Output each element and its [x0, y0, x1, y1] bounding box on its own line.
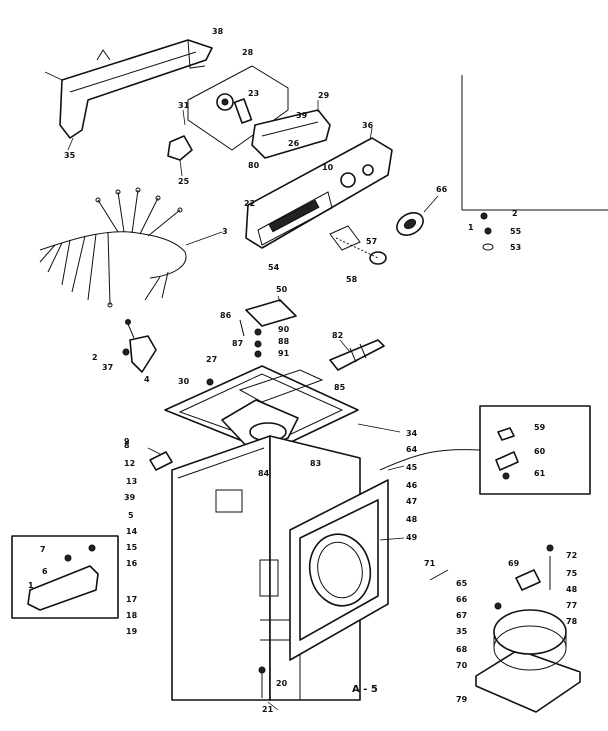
callout-label: 22 [244, 199, 255, 208]
callout-label: 25 [178, 177, 190, 186]
callout-label: 48 [406, 515, 418, 524]
callout-label: 83 [310, 459, 321, 468]
callout-label: 19 [126, 627, 138, 636]
callout-label: 58 [346, 275, 358, 284]
callout-label: 53 [510, 243, 521, 252]
callout-label: 17 [126, 595, 137, 604]
callout-label: 70 [456, 661, 468, 670]
callout-label: 75 [566, 569, 578, 578]
callout-label: 16 [126, 559, 138, 568]
top-panel-parts [239, 295, 385, 371]
callout-label: 29 [318, 91, 330, 100]
callout-label: 30 [178, 377, 190, 386]
callout-label: 87 [232, 339, 243, 348]
callout-label: 55 [510, 227, 522, 236]
callout-label: 80 [248, 161, 260, 170]
callout-labels: 38 28 23 31 29 25 26 80 36 35 39 10 22 3… [28, 27, 578, 714]
wire-harness [39, 187, 223, 308]
front-panel [289, 465, 405, 661]
selector-knob [329, 225, 387, 265]
inset-detail-right [379, 405, 591, 495]
callout-label: 7 [40, 545, 46, 554]
callout-label: 9 [124, 437, 130, 446]
callout-label: 90 [278, 325, 290, 334]
callout-label: 69 [508, 559, 520, 568]
callout-label: 20 [276, 679, 288, 688]
callout-label: 26 [288, 139, 300, 148]
callout-label: 91 [278, 349, 290, 358]
callout-label: 57 [366, 237, 377, 246]
callout-label: 2 [92, 353, 98, 362]
callout-label: 45 [406, 463, 418, 472]
callout-label: 71 [424, 559, 436, 568]
callout-label: 14 [126, 527, 138, 536]
callout-label: 60 [534, 447, 546, 456]
page-label: A - 5 [352, 684, 378, 695]
callout-label: 36 [362, 121, 374, 130]
motor-base-assembly [429, 544, 581, 713]
callout-label: 8 [124, 441, 130, 450]
lid-switch-bracket [122, 319, 157, 373]
callout-label: 72 [566, 551, 577, 560]
callout-label: 88 [278, 337, 290, 346]
callout-label: 86 [220, 311, 232, 320]
callout-label: 84 [258, 469, 270, 478]
callout-label: 78 [566, 617, 578, 626]
callout-label: 28 [242, 48, 254, 57]
callout-label: 12 [124, 459, 135, 468]
callout-label: 82 [332, 331, 343, 340]
callout-label: 38 [212, 27, 224, 36]
callout-label: 35 [64, 151, 76, 160]
callout-label: 6 [42, 567, 48, 576]
callout-label: 85 [334, 383, 346, 392]
callout-label: 66 [436, 185, 448, 194]
callout-label: 5 [128, 511, 134, 520]
callout-label: 37 [102, 363, 113, 372]
callout-label: 1 [468, 223, 474, 232]
callout-label: 54 [268, 263, 280, 272]
callout-label: 21 [262, 705, 274, 714]
callout-label: 39 [296, 111, 308, 120]
panel-screws [461, 75, 608, 251]
callout-label: 23 [248, 89, 259, 98]
callout-label: 48 [566, 585, 578, 594]
callout-label: 79 [456, 695, 468, 704]
callout-label: 31 [178, 101, 190, 110]
callout-label: 2 [512, 209, 518, 218]
callout-label: 46 [406, 481, 418, 490]
callout-label: 35 [456, 627, 468, 636]
callout-label: 18 [126, 611, 138, 620]
timer-bracket-assembly [167, 65, 289, 177]
control-panel [245, 127, 393, 249]
inset-detail-left [11, 535, 119, 619]
callout-label: 68 [456, 645, 468, 654]
callout-label: 61 [534, 469, 546, 478]
callout-label: 50 [276, 285, 288, 294]
callout-label: 49 [406, 533, 418, 542]
callout-label: 4 [144, 375, 150, 384]
callout-label: 59 [534, 423, 546, 432]
callout-label: 64 [406, 445, 418, 454]
callout-label: 34 [406, 429, 418, 438]
leveling-feet [258, 666, 279, 711]
callout-label: 67 [456, 611, 467, 620]
callout-label: 65 [456, 579, 468, 588]
callout-label: 27 [206, 355, 217, 364]
callout-label: 13 [126, 477, 137, 486]
console-backguard [44, 39, 213, 151]
callout-label: 15 [126, 543, 138, 552]
callout-label: 10 [322, 163, 334, 172]
callout-label: 77 [566, 601, 577, 610]
callout-label: 3 [222, 227, 228, 236]
callout-label: 1 [28, 581, 34, 590]
timer-knob [396, 195, 439, 236]
callout-label: 66 [456, 595, 468, 604]
callout-label: 39 [124, 493, 136, 502]
console-bracket [251, 100, 331, 159]
callout-label: 47 [406, 497, 417, 506]
